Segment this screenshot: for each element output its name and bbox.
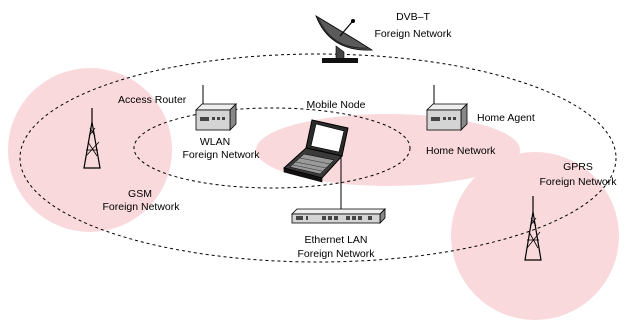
ethernet-hub-icon [291, 208, 386, 224]
dvbt-label-line1: DVB–T [396, 11, 430, 23]
gprs-label-line2: Foreign Network [539, 176, 617, 188]
dvbt-label-line2: Foreign Network [374, 28, 452, 40]
wlan-label-line2: Foreign Network [182, 149, 260, 161]
home-agent-router-icon [426, 103, 468, 131]
laptop-icon [282, 119, 349, 183]
gsm-label-line1: GSM [128, 188, 152, 200]
ethernet-label-line1: Ethernet LAN [304, 234, 367, 246]
mobile-node-label: Mobile Node [307, 99, 366, 111]
gsm-antenna-tower-icon [83, 108, 101, 169]
access-router-label: Access Router [118, 94, 187, 106]
ethernet-label-line2: Foreign Network [297, 248, 375, 260]
wlan-coverage-boundary [133, 107, 411, 189]
gprs-coverage-zone [451, 152, 619, 320]
home-agent-label: Home Agent [477, 112, 535, 124]
gprs-antenna-tower-icon [524, 196, 542, 261]
wlan-label-line1: WLAN [200, 136, 230, 148]
home-network-label: Home Network [426, 145, 496, 157]
gsm-label-line2: Foreign Network [102, 201, 180, 213]
dvbt-coverage-boundary [19, 53, 617, 263]
access-router-icon [195, 103, 237, 131]
gprs-label-line1: GPRS [563, 161, 593, 173]
satellite-dish-icon [315, 15, 374, 63]
